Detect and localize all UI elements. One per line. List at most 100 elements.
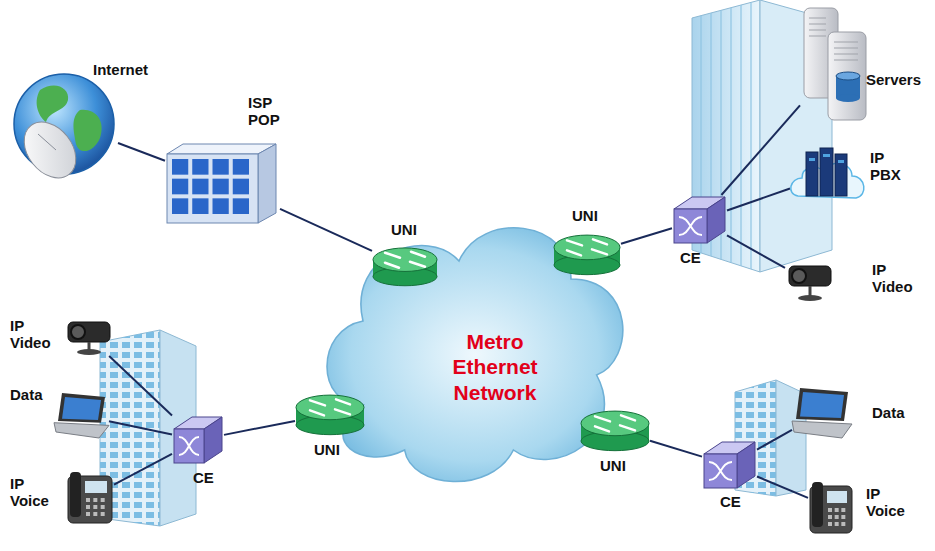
node-label: Data — [10, 387, 43, 404]
node-label: IP Voice — [10, 476, 60, 509]
phone-node: IP Voice — [66, 470, 114, 525]
server-slot — [809, 30, 826, 31]
network-link — [280, 209, 372, 251]
node-label: IP PBX — [870, 150, 912, 183]
camera-body — [68, 322, 110, 342]
laptop-base — [792, 421, 852, 438]
node-label: Servers — [866, 72, 921, 89]
pop-window — [192, 198, 208, 214]
globe-node: Internet — [10, 60, 118, 185]
server-slot — [834, 48, 858, 49]
node-icon — [790, 148, 865, 203]
pop-side — [258, 144, 276, 223]
phone-key — [841, 515, 845, 519]
node-label: CE — [680, 250, 701, 267]
switch-arrows — [709, 462, 732, 480]
laptop-screen — [58, 393, 105, 423]
node-label: ISP POP — [248, 95, 290, 128]
network-link — [757, 477, 808, 498]
phone-screen — [85, 481, 107, 493]
pop-window — [213, 159, 229, 175]
node-icon — [702, 440, 757, 490]
router-node: UNI — [372, 245, 438, 287]
database-base — [836, 94, 860, 102]
node-icon — [800, 8, 870, 123]
pbx-unit — [835, 154, 847, 196]
router-top — [373, 248, 437, 272]
phone-key — [828, 508, 832, 512]
node-label: Internet — [93, 62, 148, 79]
node-icon — [372, 245, 438, 287]
pop-front — [167, 154, 258, 223]
server-slot — [834, 54, 858, 55]
switch-side — [204, 417, 222, 463]
camera-lens — [71, 325, 85, 339]
switch-node: CE — [672, 195, 727, 245]
node-icon — [165, 140, 280, 225]
node-icon — [792, 388, 852, 438]
router-node: UNI — [580, 408, 650, 452]
pop-window — [233, 179, 249, 195]
pop-window — [172, 159, 188, 175]
cloud-outline — [327, 228, 623, 482]
pbx-light — [809, 158, 815, 161]
node-label: Data — [872, 405, 905, 422]
phone-key — [835, 508, 839, 512]
phone-key — [93, 505, 97, 509]
node-label: UNI — [314, 442, 340, 459]
router-top — [296, 395, 364, 420]
node-label: CE — [193, 470, 214, 487]
pop-top — [167, 144, 276, 154]
pop-window — [172, 179, 188, 195]
camera-node: IP Video — [785, 262, 835, 302]
node-icon — [172, 415, 224, 465]
laptop-node: Data — [54, 393, 109, 438]
phone-key — [101, 505, 105, 509]
phone-key — [841, 508, 845, 512]
building-front — [735, 380, 776, 496]
laptop-screen — [796, 388, 848, 421]
camera-node: IP Video — [64, 318, 114, 356]
switch-arrows — [179, 437, 199, 455]
pop-window — [172, 198, 188, 214]
server-slot — [809, 24, 826, 25]
router-arrows — [595, 415, 635, 431]
network-link — [757, 430, 792, 450]
node-icon — [785, 262, 835, 302]
switch-node: CE — [702, 440, 757, 490]
mouse-button-line — [38, 134, 56, 150]
network-link — [621, 228, 672, 243]
node-icon — [672, 195, 727, 245]
node-label: CE — [720, 494, 741, 511]
router-arrows — [567, 239, 607, 255]
node-icon — [54, 393, 109, 438]
building-windows — [735, 380, 776, 496]
node-label: IP Voice — [866, 486, 918, 519]
phone-key — [101, 512, 105, 516]
camera-base — [798, 295, 822, 301]
node-icon — [295, 392, 365, 436]
switch-front — [174, 429, 204, 463]
camera-base — [77, 349, 101, 355]
switch-node: CE — [172, 415, 224, 465]
server-slot — [809, 36, 826, 37]
phone-key — [101, 498, 105, 502]
node-icon — [10, 60, 118, 185]
laptop-base — [54, 423, 109, 438]
pop-node: ISP POP — [165, 140, 280, 225]
server-slot — [834, 42, 858, 43]
phone-key — [93, 512, 97, 516]
switch-side — [737, 442, 755, 488]
network-link — [109, 421, 172, 434]
pbx-unit — [806, 152, 818, 196]
pop-window — [213, 198, 229, 214]
node-icon — [66, 470, 114, 525]
network-title: Metro Ethernet Network — [430, 329, 560, 405]
pbx-node: IP PBX — [790, 148, 865, 203]
node-icon — [580, 408, 650, 452]
network-link — [224, 421, 295, 435]
phone-handset — [70, 472, 81, 517]
pop-window — [233, 198, 249, 214]
phone-key — [93, 498, 97, 502]
network-link — [118, 143, 165, 161]
